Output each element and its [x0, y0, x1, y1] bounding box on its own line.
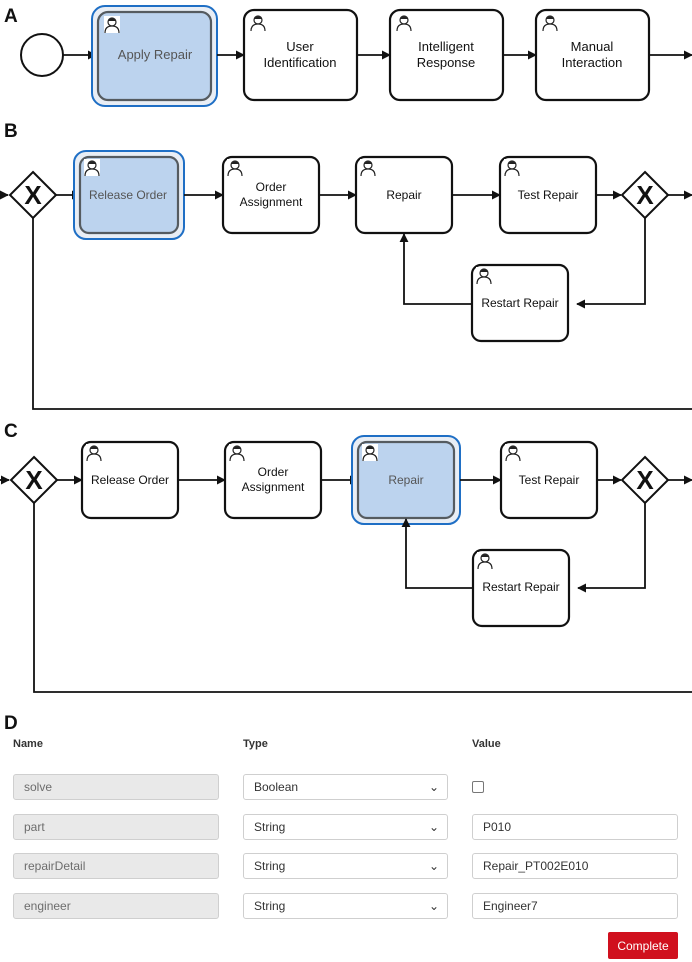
- select-value: String: [254, 859, 286, 873]
- task-order-assignment[interactable]: Order Assignment: [221, 155, 321, 235]
- variable-value-input[interactable]: Engineer7: [472, 893, 678, 919]
- user-icon: [395, 13, 413, 32]
- user-icon: [85, 443, 103, 462]
- complete-button[interactable]: Complete: [608, 932, 678, 959]
- user-icon: [83, 158, 101, 177]
- panel-d-letter: D: [4, 713, 18, 734]
- exclusive-gateway[interactable]: X: [9, 455, 59, 505]
- task-label: Release Order: [89, 188, 167, 202]
- task-apply-repair[interactable]: Apply Repair: [91, 5, 218, 107]
- variable-type-select[interactable]: Boolean ⌄: [243, 774, 448, 800]
- loop-flow: [577, 503, 646, 593]
- panel-c-letter: C: [4, 421, 18, 442]
- select-value: Boolean: [254, 780, 299, 794]
- task-repair[interactable]: Repair: [354, 155, 454, 235]
- task-label-line2: Assignment: [242, 480, 305, 494]
- start-event[interactable]: [20, 33, 64, 77]
- name-column-header: Name: [13, 738, 43, 750]
- task-manual-interaction[interactable]: Manual Interaction: [534, 8, 651, 102]
- user-icon: [226, 158, 244, 177]
- task-repair[interactable]: Repair: [351, 435, 461, 525]
- task-label-line1: Intelligent: [418, 39, 474, 54]
- variable-value-input[interactable]: Repair_PT002E010: [472, 853, 678, 879]
- task-label: Repair: [386, 188, 421, 202]
- task-label-line2: Assignment: [240, 195, 303, 209]
- variable-value-input[interactable]: P010: [472, 814, 678, 840]
- user-icon: [228, 443, 246, 462]
- variable-type-select[interactable]: String ⌄: [243, 893, 448, 919]
- task-label-line2: Response: [417, 55, 476, 70]
- user-icon: [504, 443, 522, 462]
- task-label-line1: Order: [256, 180, 287, 194]
- gateway-x-icon: X: [24, 180, 42, 210]
- user-icon: [541, 13, 559, 32]
- back-flow: [32, 218, 692, 410]
- value-column-header: Value: [472, 738, 501, 750]
- user-icon: [249, 13, 267, 32]
- back-flow: [33, 503, 692, 693]
- variable-name-field: solve: [13, 774, 219, 800]
- user-icon: [503, 158, 521, 177]
- loop-flow: [401, 518, 473, 589]
- gateway-x-icon: X: [636, 465, 654, 495]
- task-label: Test Repair: [519, 473, 580, 487]
- panel-a-letter: A: [4, 6, 18, 27]
- task-label: Restart Repair: [482, 580, 559, 594]
- task-label-line2: Identification: [264, 55, 337, 70]
- task-release-order[interactable]: Release Order: [73, 150, 185, 240]
- task-label-line1: User: [286, 39, 314, 54]
- variable-type-select[interactable]: String ⌄: [243, 814, 448, 840]
- user-icon: [475, 266, 493, 285]
- task-restart-repair[interactable]: Restart Repair: [471, 548, 571, 628]
- chevron-down-icon: ⌄: [428, 859, 439, 873]
- task-label: Restart Repair: [481, 296, 558, 310]
- task-label-line1: Order: [258, 465, 289, 479]
- task-user-identification[interactable]: User Identification: [242, 8, 359, 102]
- task-label: Release Order: [91, 473, 169, 487]
- exclusive-gateway[interactable]: X: [8, 170, 58, 220]
- user-icon: [359, 158, 377, 177]
- task-test-repair[interactable]: Test Repair: [498, 155, 598, 235]
- exclusive-gateway[interactable]: X: [620, 170, 670, 220]
- task-label: Test Repair: [518, 188, 579, 202]
- task-test-repair[interactable]: Test Repair: [499, 440, 599, 520]
- task-release-order[interactable]: Release Order: [80, 440, 180, 520]
- chevron-down-icon: ⌄: [428, 780, 439, 794]
- loop-flow: [576, 218, 646, 309]
- gateway-x-icon: X: [636, 180, 654, 210]
- select-value: String: [254, 899, 286, 913]
- chevron-down-icon: ⌄: [428, 899, 439, 913]
- task-label: Apply Repair: [118, 47, 193, 62]
- task-label-line2: Interaction: [562, 55, 623, 70]
- task-label: Repair: [388, 473, 423, 487]
- user-icon: [103, 15, 121, 34]
- variable-name-field: repairDetail: [13, 853, 219, 879]
- chevron-down-icon: ⌄: [428, 820, 439, 834]
- type-column-header: Type: [243, 738, 268, 750]
- variable-name-field: engineer: [13, 893, 219, 919]
- select-value: String: [254, 820, 286, 834]
- loop-flow: [399, 233, 472, 305]
- gateway-x-icon: X: [25, 465, 43, 495]
- variable-type-select[interactable]: String ⌄: [243, 853, 448, 879]
- task-label-line1: Manual: [571, 39, 614, 54]
- user-icon: [476, 551, 494, 570]
- variable-name-field: part: [13, 814, 219, 840]
- user-icon: [361, 443, 379, 462]
- task-restart-repair[interactable]: Restart Repair: [470, 263, 570, 343]
- solve-checkbox[interactable]: [472, 781, 484, 793]
- task-order-assignment[interactable]: Order Assignment: [223, 440, 323, 520]
- exclusive-gateway[interactable]: X: [620, 455, 670, 505]
- panel-b-letter: B: [4, 121, 18, 142]
- task-intelligent-response[interactable]: Intelligent Response: [388, 8, 505, 102]
